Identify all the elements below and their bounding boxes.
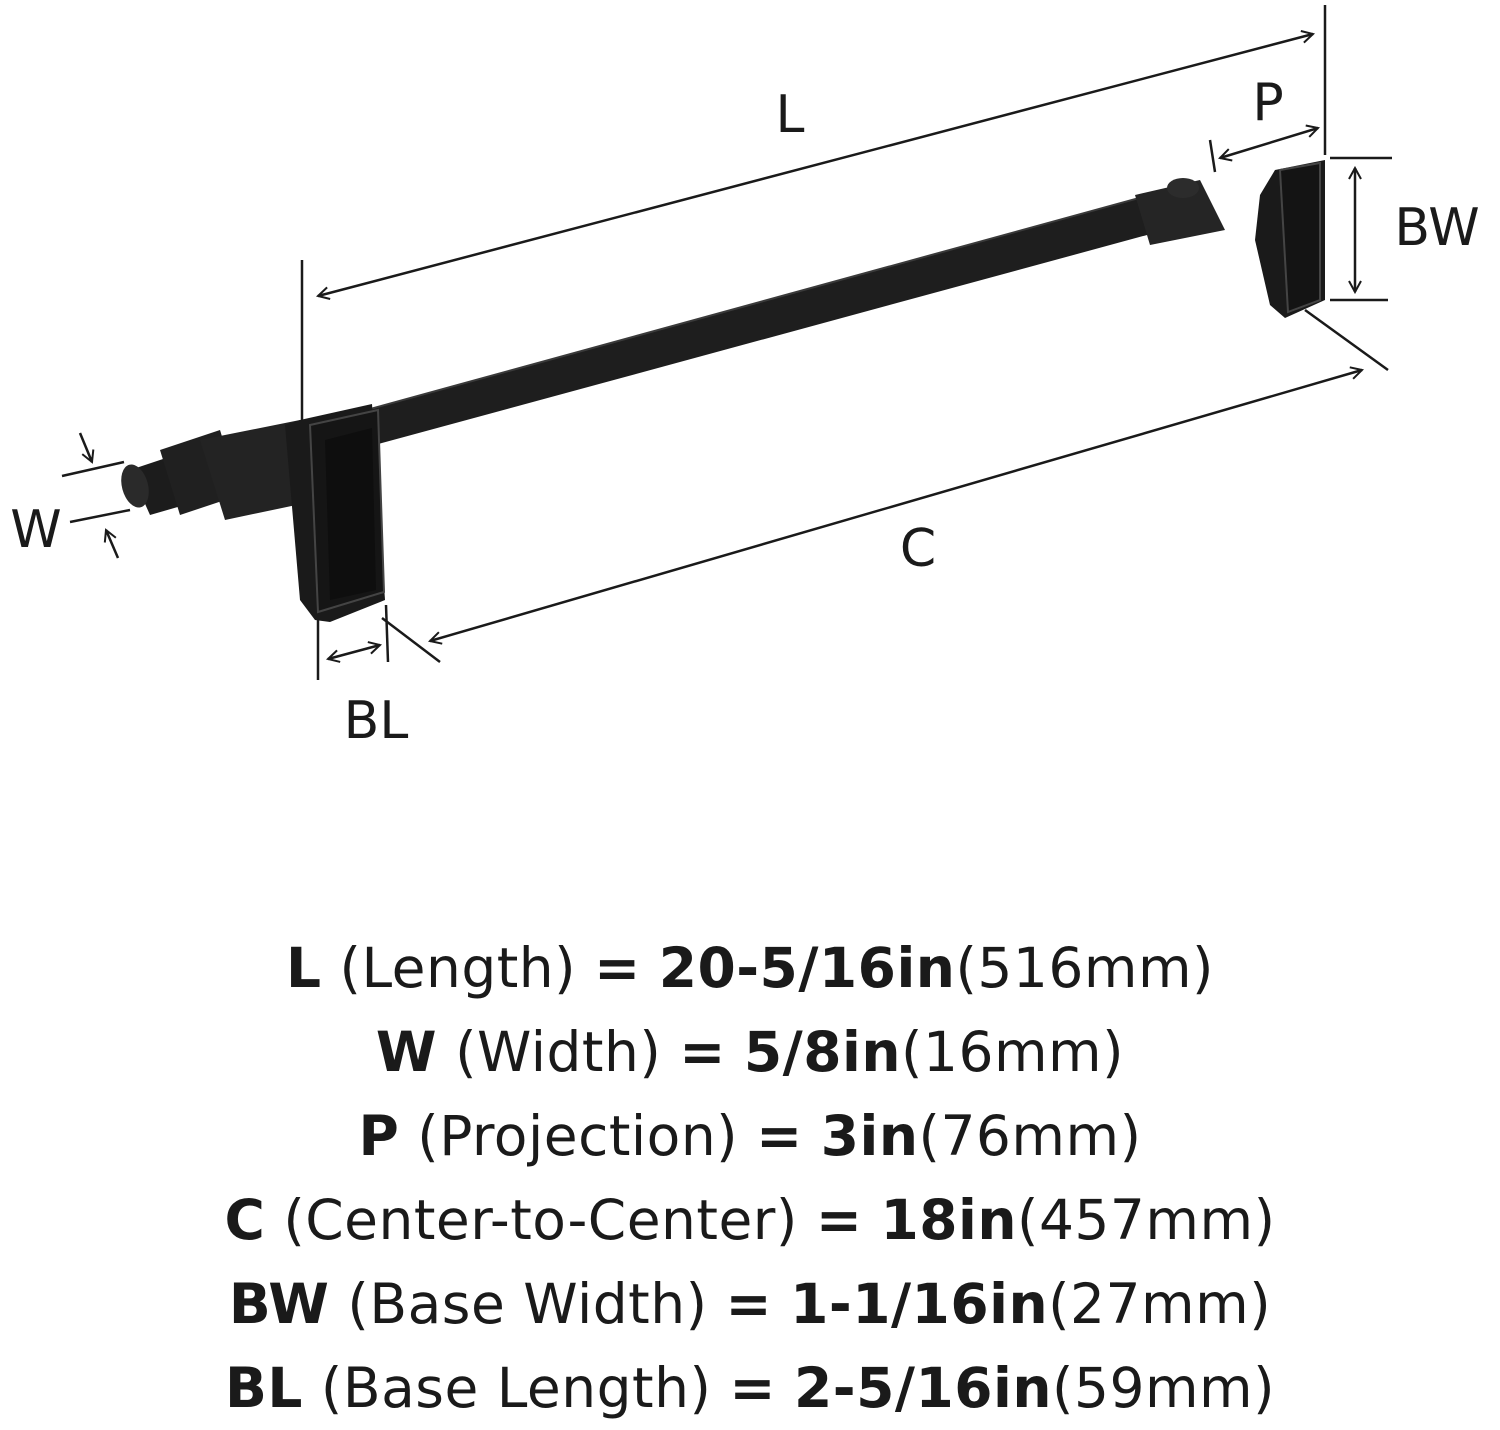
spec-imperial: 2-5/16in — [794, 1356, 1052, 1420]
spec-symbol: P — [358, 1104, 400, 1168]
spec-width: W (Width) = 5/8in(16mm) — [0, 1010, 1500, 1094]
base-length-dimension-line — [328, 645, 380, 659]
spec-symbol: BW — [228, 1272, 330, 1336]
dimension-lines — [61, 5, 1392, 680]
spec-name: (Center-to-Center) — [283, 1188, 798, 1252]
spec-center-to-center: C (Center-to-Center) = 18in(457mm) — [0, 1178, 1500, 1262]
spec-metric: (59mm) — [1052, 1356, 1276, 1420]
spec-imperial: 20-5/16in — [658, 936, 956, 1000]
spec-imperial: 5/8in — [743, 1020, 901, 1084]
spec-metric: (457mm) — [1016, 1188, 1276, 1252]
spec-symbol: C — [224, 1188, 266, 1252]
spec-equals: = — [725, 1272, 773, 1336]
spec-metric: (27mm) — [1048, 1272, 1272, 1336]
spec-name: (Length) — [339, 936, 577, 1000]
spec-metric: (516mm) — [955, 936, 1215, 1000]
spec-symbol: L — [285, 936, 322, 1000]
spec-equals: = — [679, 1020, 726, 1084]
label-base-width: BW — [1394, 198, 1479, 258]
label-length: L — [776, 85, 805, 145]
spec-base-width: BW (Base Width) = 1-1/16in(27mm) — [0, 1262, 1500, 1346]
spec-name: (Projection) — [417, 1104, 739, 1168]
spec-equals: = — [756, 1104, 803, 1168]
spec-imperial: 1-1/16in — [790, 1272, 1049, 1336]
projection-dimension-line — [1220, 128, 1318, 158]
spec-equals: = — [594, 936, 641, 1000]
spec-projection: P (Projection) = 3in(76mm) — [0, 1094, 1500, 1178]
spec-imperial: 18in — [880, 1188, 1017, 1252]
spec-name: (Base Length) — [320, 1356, 712, 1420]
width-arrow-bottom — [106, 530, 120, 559]
spec-name: (Width) — [455, 1020, 662, 1084]
spec-imperial: 3in — [820, 1104, 919, 1168]
spec-length: L (Length) = 20-5/16in(516mm) — [0, 926, 1500, 1010]
width-arrow-top — [78, 432, 92, 462]
label-width: W — [10, 500, 61, 560]
spec-equals: = — [815, 1188, 863, 1252]
length-dimension-line — [318, 34, 1313, 296]
spec-base-length: BL (Base Length) = 2-5/16in(59mm) — [0, 1346, 1500, 1430]
towel-bar-rod — [330, 195, 1158, 455]
center-dimension-line — [430, 370, 1362, 641]
spec-equals: = — [729, 1356, 777, 1420]
towel-bar-dimension-diagram: L P BW W C BL — [10, 5, 1480, 751]
towel-bar-product — [121, 160, 1325, 622]
spec-metric: (16mm) — [901, 1020, 1125, 1084]
spec-name: (Base Width) — [347, 1272, 708, 1336]
dimension-spec-list: L (Length) = 20-5/16in(516mm) W (Width) … — [0, 926, 1500, 1430]
label-projection: P — [1252, 73, 1283, 133]
label-center: C — [900, 519, 936, 579]
spec-symbol: W — [375, 1020, 438, 1084]
spec-symbol: BL — [224, 1356, 303, 1420]
spec-metric: (76mm) — [918, 1104, 1142, 1168]
label-base-length: BL — [344, 691, 409, 751]
